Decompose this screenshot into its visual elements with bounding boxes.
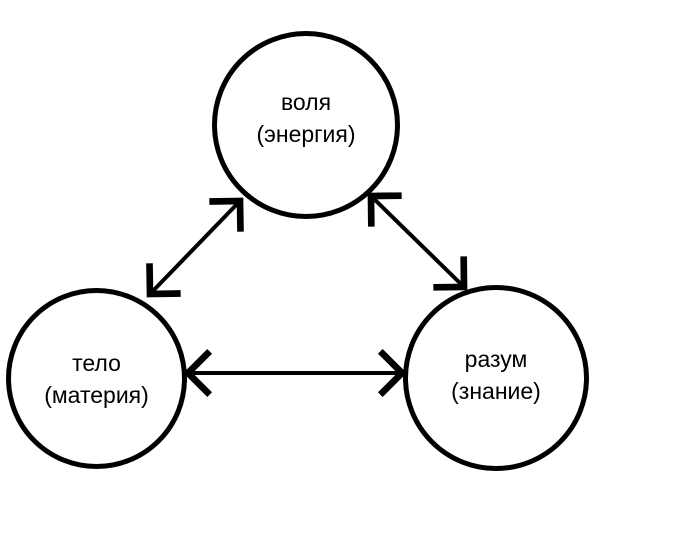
node-mind-knowledge: разум (знание)	[403, 285, 589, 471]
node-body-label-line1: тело	[72, 349, 121, 376]
node-will-label-line2: (энергия)	[256, 121, 356, 147]
node-mind-label-line2: (знание)	[451, 378, 541, 404]
edge-will-mind-arrow	[367, 192, 468, 291]
node-will-label-line1: воля	[280, 89, 332, 115]
node-will-energy: воля (энергия)	[212, 31, 400, 219]
node-body-matter: тело (материя)	[6, 288, 187, 469]
node-mind-label-line1: разум	[464, 346, 528, 372]
edge-will-body-arrow	[146, 197, 244, 298]
node-body-label-line2: (материя)	[44, 381, 149, 408]
